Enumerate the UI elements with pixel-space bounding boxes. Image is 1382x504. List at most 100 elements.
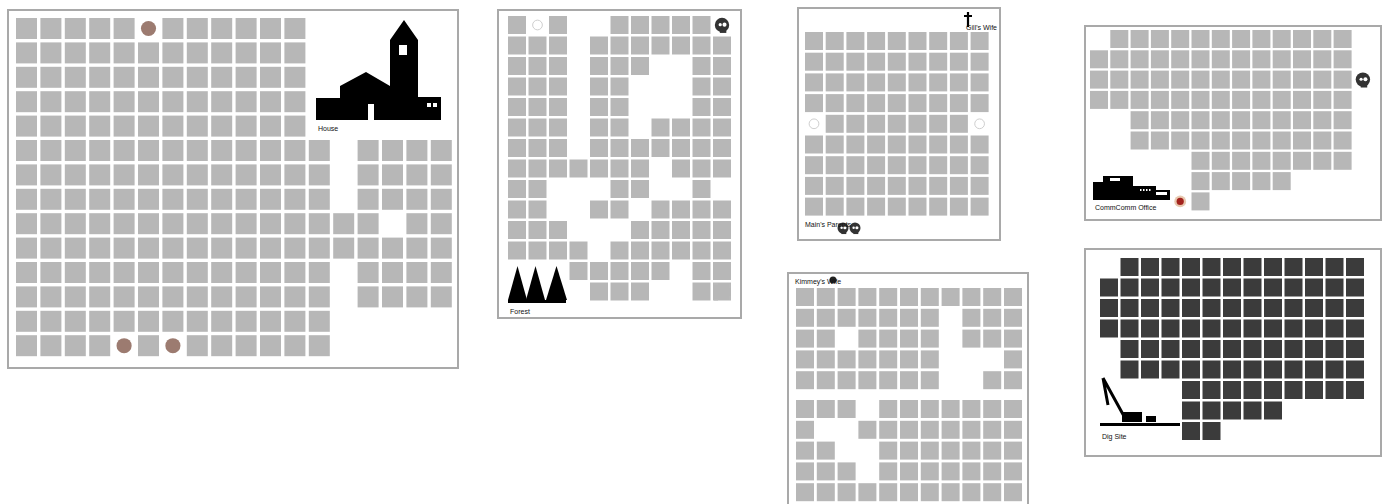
floor-tile	[1192, 192, 1210, 210]
floor-tile	[114, 140, 135, 161]
floor-tile	[65, 140, 86, 161]
floor-tile	[1305, 299, 1323, 317]
floor-tile	[1313, 111, 1331, 129]
floor-tile	[284, 335, 305, 356]
floor-tile	[867, 198, 885, 216]
floor-tile	[805, 32, 823, 50]
floor-tile	[211, 213, 232, 234]
floor-tile	[1264, 320, 1282, 338]
floor-tile	[358, 140, 379, 161]
floor-tile	[1223, 258, 1241, 276]
floor-tile	[1100, 320, 1118, 338]
floor-tile	[652, 16, 670, 34]
floor-tile	[962, 421, 980, 439]
floor-tile	[162, 67, 183, 88]
floor-tile	[1252, 172, 1270, 190]
floor-tile	[382, 262, 403, 283]
floor-tile	[236, 116, 257, 137]
floor-tile	[162, 91, 183, 112]
floor-tile	[817, 330, 835, 348]
house-building	[316, 20, 441, 120]
floor-tile	[529, 98, 547, 116]
floor-tile	[888, 156, 906, 174]
floor-tile	[1151, 132, 1169, 150]
floor-tile	[1131, 50, 1149, 68]
floor-tile	[1212, 172, 1230, 190]
floor-tile	[1192, 91, 1210, 109]
floor-tile	[40, 286, 61, 307]
floor-tile	[1121, 279, 1139, 297]
floor-tile	[1273, 172, 1291, 190]
floor-tile	[309, 286, 330, 307]
floor-tile	[929, 73, 947, 91]
map-panel: CommComm Office	[1084, 25, 1382, 221]
floor-tile	[921, 442, 939, 460]
floor-tile	[1313, 50, 1331, 68]
location-label: Dig Site	[1102, 433, 1127, 440]
floor-tile	[114, 286, 135, 307]
floor-tile	[900, 400, 918, 418]
floor-tile	[1192, 152, 1210, 170]
skull-head	[1356, 72, 1370, 86]
floor-tile	[888, 94, 906, 112]
floor-tile	[284, 164, 305, 185]
floor-tile	[1313, 30, 1331, 48]
floor-tile	[652, 119, 670, 137]
floor-tile	[1334, 30, 1352, 48]
floor-tile	[900, 330, 918, 348]
floor-tile	[1244, 258, 1262, 276]
floor-tile	[508, 160, 526, 178]
floor-tile	[162, 140, 183, 161]
floor-tile	[1293, 152, 1311, 170]
floor-tile	[652, 37, 670, 55]
floor-tile	[590, 160, 608, 178]
floor-tile	[867, 32, 885, 50]
tile-grid	[508, 16, 731, 301]
floor-tile	[40, 140, 61, 161]
floor-tile	[16, 238, 37, 259]
skull-jaw	[720, 29, 726, 33]
floor-tile	[65, 213, 86, 234]
floor-tile	[89, 262, 110, 283]
floor-tile	[211, 164, 232, 185]
floor-tile	[1121, 361, 1139, 379]
floor-tile	[950, 136, 968, 154]
floor-tile	[1182, 340, 1200, 358]
floor-tile	[826, 115, 844, 133]
floor-tile	[826, 136, 844, 154]
floor-tile	[1293, 111, 1311, 129]
floor-tile	[1203, 422, 1221, 440]
office-window	[1146, 189, 1148, 191]
floor-tile	[590, 119, 608, 137]
floor-tile	[1223, 361, 1241, 379]
floor-tile	[1192, 71, 1210, 89]
floor-tile	[114, 189, 135, 210]
floor-tile	[65, 311, 86, 332]
office-building	[1093, 176, 1170, 200]
floor-tile	[1162, 299, 1180, 317]
floor-tile	[713, 221, 731, 239]
floor-tile	[1121, 320, 1139, 338]
floor-tile	[1212, 71, 1230, 89]
floor-tile	[1192, 50, 1210, 68]
floor-tile	[942, 421, 960, 439]
floor-tile	[1223, 320, 1241, 338]
floor-tile	[1244, 320, 1262, 338]
floor-tile	[983, 288, 1001, 306]
floor-tile	[16, 140, 37, 161]
forest-cabin	[530, 295, 542, 301]
floor-tile	[858, 309, 876, 327]
floor-tile	[909, 198, 927, 216]
floor-tile	[971, 198, 989, 216]
floor-tile	[983, 371, 1001, 389]
floor-tile	[921, 330, 939, 348]
floor-tile	[236, 213, 257, 234]
floor-tile	[89, 311, 110, 332]
floor-tile	[672, 16, 690, 34]
floor-tile	[529, 139, 547, 157]
floor-tile	[713, 139, 731, 157]
floor-tile	[1244, 279, 1262, 297]
floor-tile	[406, 164, 427, 185]
floor-tile	[900, 483, 918, 501]
floor-tile	[693, 201, 711, 219]
